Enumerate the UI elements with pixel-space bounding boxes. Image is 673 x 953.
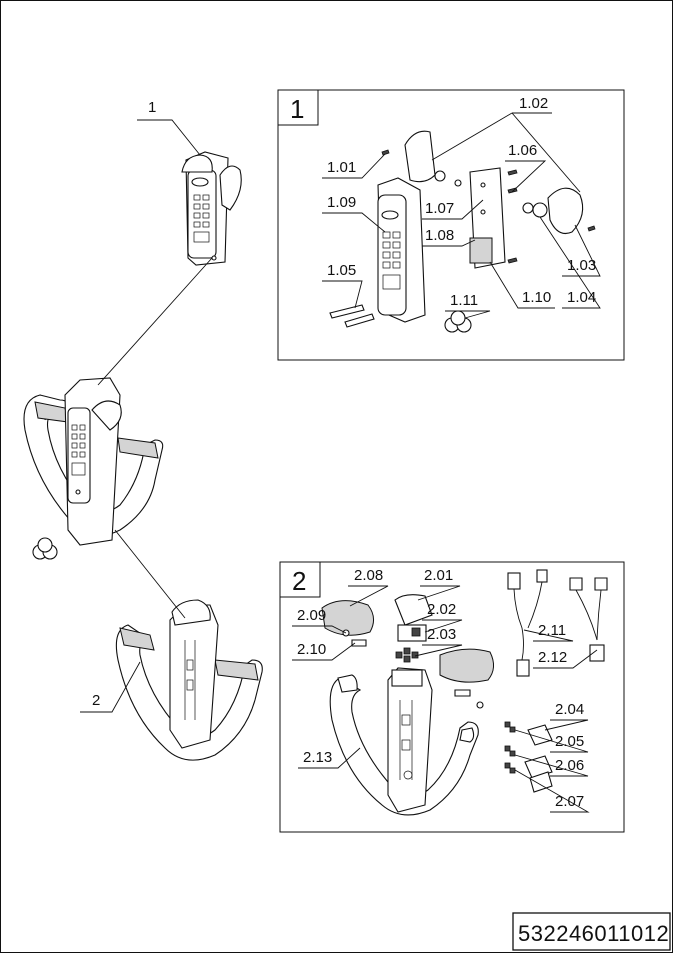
label-1.09: 1.09 <box>327 194 356 211</box>
label-1.08: 1.08 <box>425 227 454 244</box>
callout-1: 1 <box>148 99 156 116</box>
label-1.07: 1.07 <box>425 200 454 217</box>
callout-2-leader <box>80 661 141 713</box>
label-1.04: 1.04 <box>567 289 596 306</box>
label-1.11: 1.11 <box>450 292 478 309</box>
label-2.01: 2.01 <box>424 567 453 584</box>
label-1.02: 1.02 <box>519 95 548 112</box>
label-2.13: 2.13 <box>303 749 332 766</box>
label-1.06: 1.06 <box>508 142 537 159</box>
keypad-unit-overview <box>181 151 242 266</box>
label-2.03: 2.03 <box>427 626 456 643</box>
drawing-number-block: 532246011012 <box>512 912 671 951</box>
o-rings-loose <box>32 537 58 560</box>
connector-line <box>114 529 186 619</box>
label-2.02: 2.02 <box>427 601 456 618</box>
box2-title: 2 <box>292 566 306 596</box>
detail-box-1: 1 <box>277 89 625 361</box>
label-1.05: 1.05 <box>327 262 356 279</box>
label-2.05: 2.05 <box>555 733 584 750</box>
label-2.12: 2.12 <box>538 649 567 666</box>
tiller-head-open <box>115 599 263 761</box>
tiller-head-assembled <box>23 377 164 546</box>
callout-2: 2 <box>92 692 100 709</box>
box2-parts <box>321 569 608 816</box>
drawing-number: 532246011012 <box>518 921 669 946</box>
label-2.09: 2.09 <box>297 607 326 624</box>
box1-title: 1 <box>290 94 304 124</box>
label-2.04: 2.04 <box>555 701 584 718</box>
label-1.01: 1.01 <box>327 159 356 176</box>
connector-line <box>97 257 213 386</box>
label-2.08: 2.08 <box>354 567 383 584</box>
box1-parts <box>329 130 596 333</box>
detail-box-2: 2 <box>279 561 625 833</box>
label-1.10: 1.10 <box>522 289 551 306</box>
label-2.06: 2.06 <box>555 757 584 774</box>
label-2.10: 2.10 <box>297 641 326 658</box>
callout-1-leader <box>137 119 201 156</box>
